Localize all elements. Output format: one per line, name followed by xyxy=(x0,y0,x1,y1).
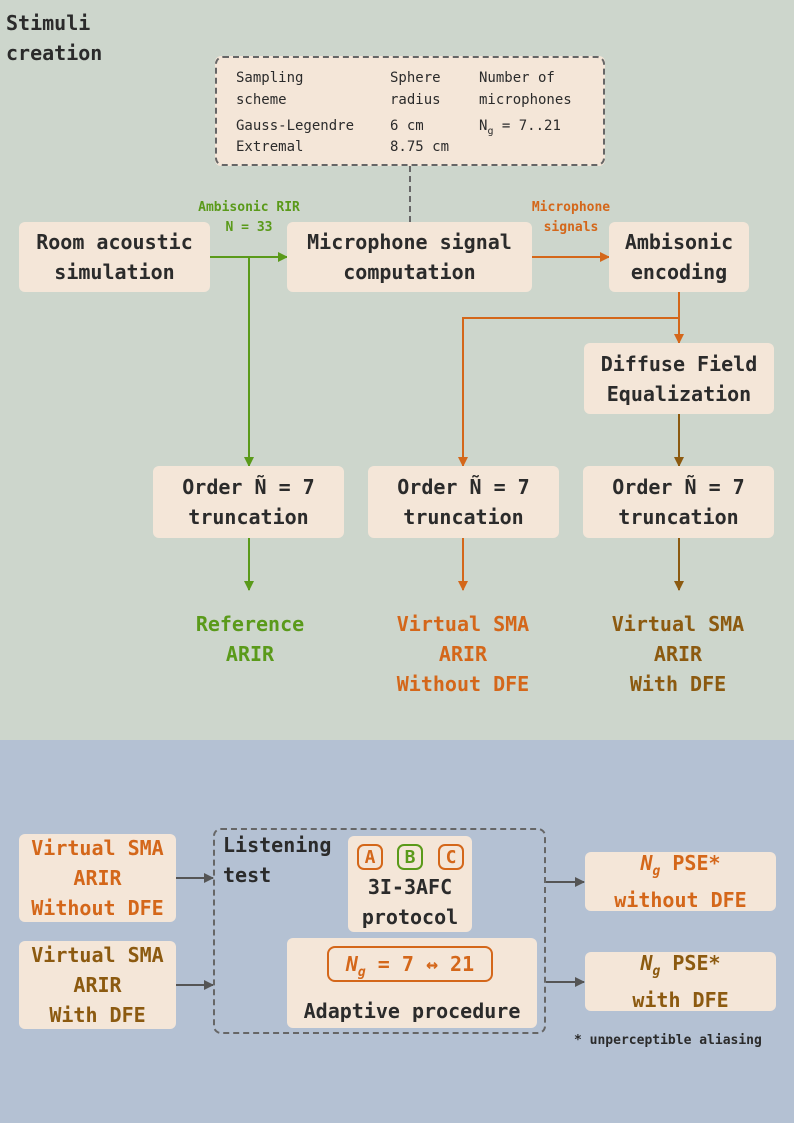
parameters-box-border xyxy=(215,56,605,166)
listening-test-title: Listening test xyxy=(223,833,332,887)
ng-range-badge: Ng = 7 ↔ 21 xyxy=(327,946,493,982)
listening-test-container xyxy=(213,828,546,1034)
footnote-unperceptible-aliasing: * unperceptible aliasing xyxy=(574,1033,762,1048)
ambisonic-encoding-node: Ambisonic encoding xyxy=(609,222,749,292)
header-sampling-scheme: Sampling scheme xyxy=(236,70,304,108)
result-pse-with-dfe: Ng PSE* with DFE xyxy=(585,951,776,1012)
diffuse-field-equalization-node: Diffuse Field Equalization xyxy=(584,343,774,414)
microphone-signals-label: Microphone signals xyxy=(531,200,611,235)
virtual-sma-with-dfe-output: Virtual SMA ARIR With DFE xyxy=(611,612,745,696)
adaptive-procedure-label: Adaptive procedure xyxy=(303,999,521,1023)
radius-875cm: 8.75 cm xyxy=(390,139,450,155)
result-pse-without-dfe: Ng PSE* without DFE xyxy=(585,851,776,912)
option-c-badge: C xyxy=(438,844,464,870)
microphone-signal-computation-node: Microphone signal computation xyxy=(287,222,532,292)
parameters-box xyxy=(215,56,605,166)
truncation-reference-node: Order Ñ = 7 truncation xyxy=(153,466,344,538)
header-sphere-radius: Sphere radius xyxy=(390,70,441,108)
input-virtual-sma-without-dfe: Virtual SMA ARIR Without DFE xyxy=(19,834,176,922)
protocol-box xyxy=(348,836,472,932)
header-mic-count: Number of microphones xyxy=(479,70,572,108)
reference-arir-output: Reference ARIR xyxy=(195,612,305,666)
mic-count-range: Ng = 7..21 xyxy=(479,118,561,137)
truncation-with-dfe-node: Order Ñ = 7 truncation xyxy=(583,466,774,538)
scheme-gauss-legendre: Gauss-Legendre xyxy=(236,118,355,134)
ambisonic-rir-label: Ambisonic RIR N = 33 xyxy=(198,200,300,235)
option-a-badge: A xyxy=(357,844,383,870)
scheme-extremal: Extremal xyxy=(236,139,304,155)
room-acoustic-simulation-node: Room acoustic simulation xyxy=(19,222,210,292)
option-b-badge: B xyxy=(397,844,423,870)
section-title: Stimuli creation xyxy=(6,11,103,65)
input-virtual-sma-with-dfe: Virtual SMA ARIR With DFE xyxy=(19,941,176,1029)
virtual-sma-without-dfe-output: Virtual SMA ARIR Without DFE xyxy=(396,612,530,696)
truncation-without-dfe-node: Order Ñ = 7 truncation xyxy=(368,466,559,538)
protocol-label: 3I-3AFC protocol xyxy=(361,875,459,929)
radius-6cm: 6 cm xyxy=(390,118,424,134)
